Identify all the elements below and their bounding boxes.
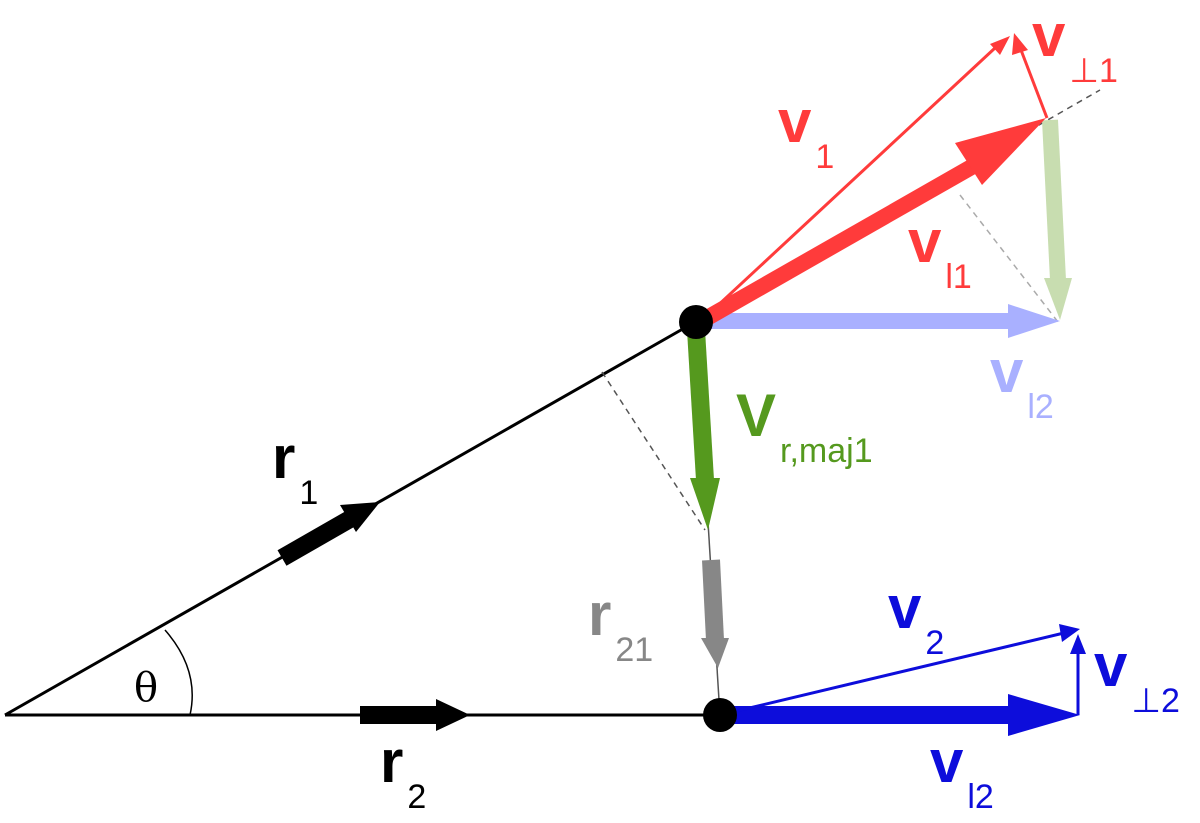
label-vperp2: v⊥2 [1094, 632, 1180, 720]
label-r21: r21 [588, 581, 654, 669]
vperp2-arrow-head [1070, 634, 1086, 654]
label-theta: θ [134, 665, 159, 711]
label-vperp1: v⊥1 [1032, 2, 1118, 90]
particle-2 [703, 698, 737, 732]
label-vl1: vl1 [908, 208, 972, 296]
v1-arrow-line [698, 46, 997, 324]
v1-arrow-head [990, 36, 1010, 55]
v2-arrow-line [719, 631, 1065, 717]
projection-dashed-right [959, 194, 1059, 323]
vl1-arrow-shaft [696, 158, 979, 329]
vperp1-arrow-line [1019, 49, 1049, 119]
r2-direction-arrow-head [436, 699, 470, 731]
theta-arc [164, 629, 193, 716]
label-vrmaj1: Vr,maj1 [736, 382, 873, 470]
v2-arrow-head [1059, 624, 1080, 642]
r21-arrow-head [701, 638, 729, 668]
r1-direction-arrow-shaft [277, 511, 355, 566]
r1-direction-arrow-head [340, 502, 380, 532]
label-r1: r1 [272, 424, 319, 512]
light-green-arrow-shaft [1042, 119, 1066, 281]
label-r2: r2 [380, 728, 427, 816]
projection-dashed-left [601, 371, 706, 531]
label-v1: v1 [778, 88, 835, 176]
vrmaj1-arrow-shaft [687, 329, 714, 481]
light-green-arrow-head [1044, 278, 1072, 320]
r21-arrow-shaft [702, 559, 724, 641]
label-vl2-top: vl2 [990, 338, 1054, 426]
vl1-arrow-head [955, 118, 1046, 185]
vl2-bottom-arrow-head [1008, 694, 1080, 736]
particle-1 [679, 305, 713, 339]
vrmaj1-arrow-head [690, 478, 720, 530]
vperp1-arrow-head [1012, 33, 1028, 55]
label-vl2-bottom: vl2 [930, 728, 994, 816]
label-v2: v2 [888, 574, 945, 662]
vl2-top-arrow-head [1008, 304, 1060, 338]
